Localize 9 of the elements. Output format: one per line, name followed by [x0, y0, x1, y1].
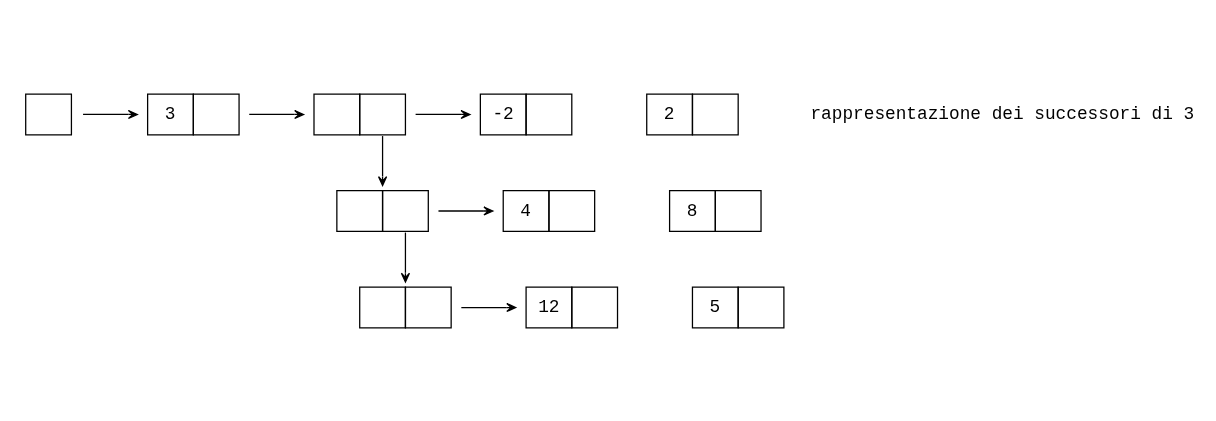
arrow: [82, 109, 138, 119]
arrow: [414, 109, 471, 119]
arrow: [437, 205, 494, 216]
node-box: [25, 93, 73, 135]
label: rappresentazione dei successori di 3: [810, 103, 1195, 124]
arrow: [377, 134, 388, 186]
arrow: [460, 302, 517, 312]
arrow: [400, 231, 411, 283]
arrow: [248, 109, 305, 119]
